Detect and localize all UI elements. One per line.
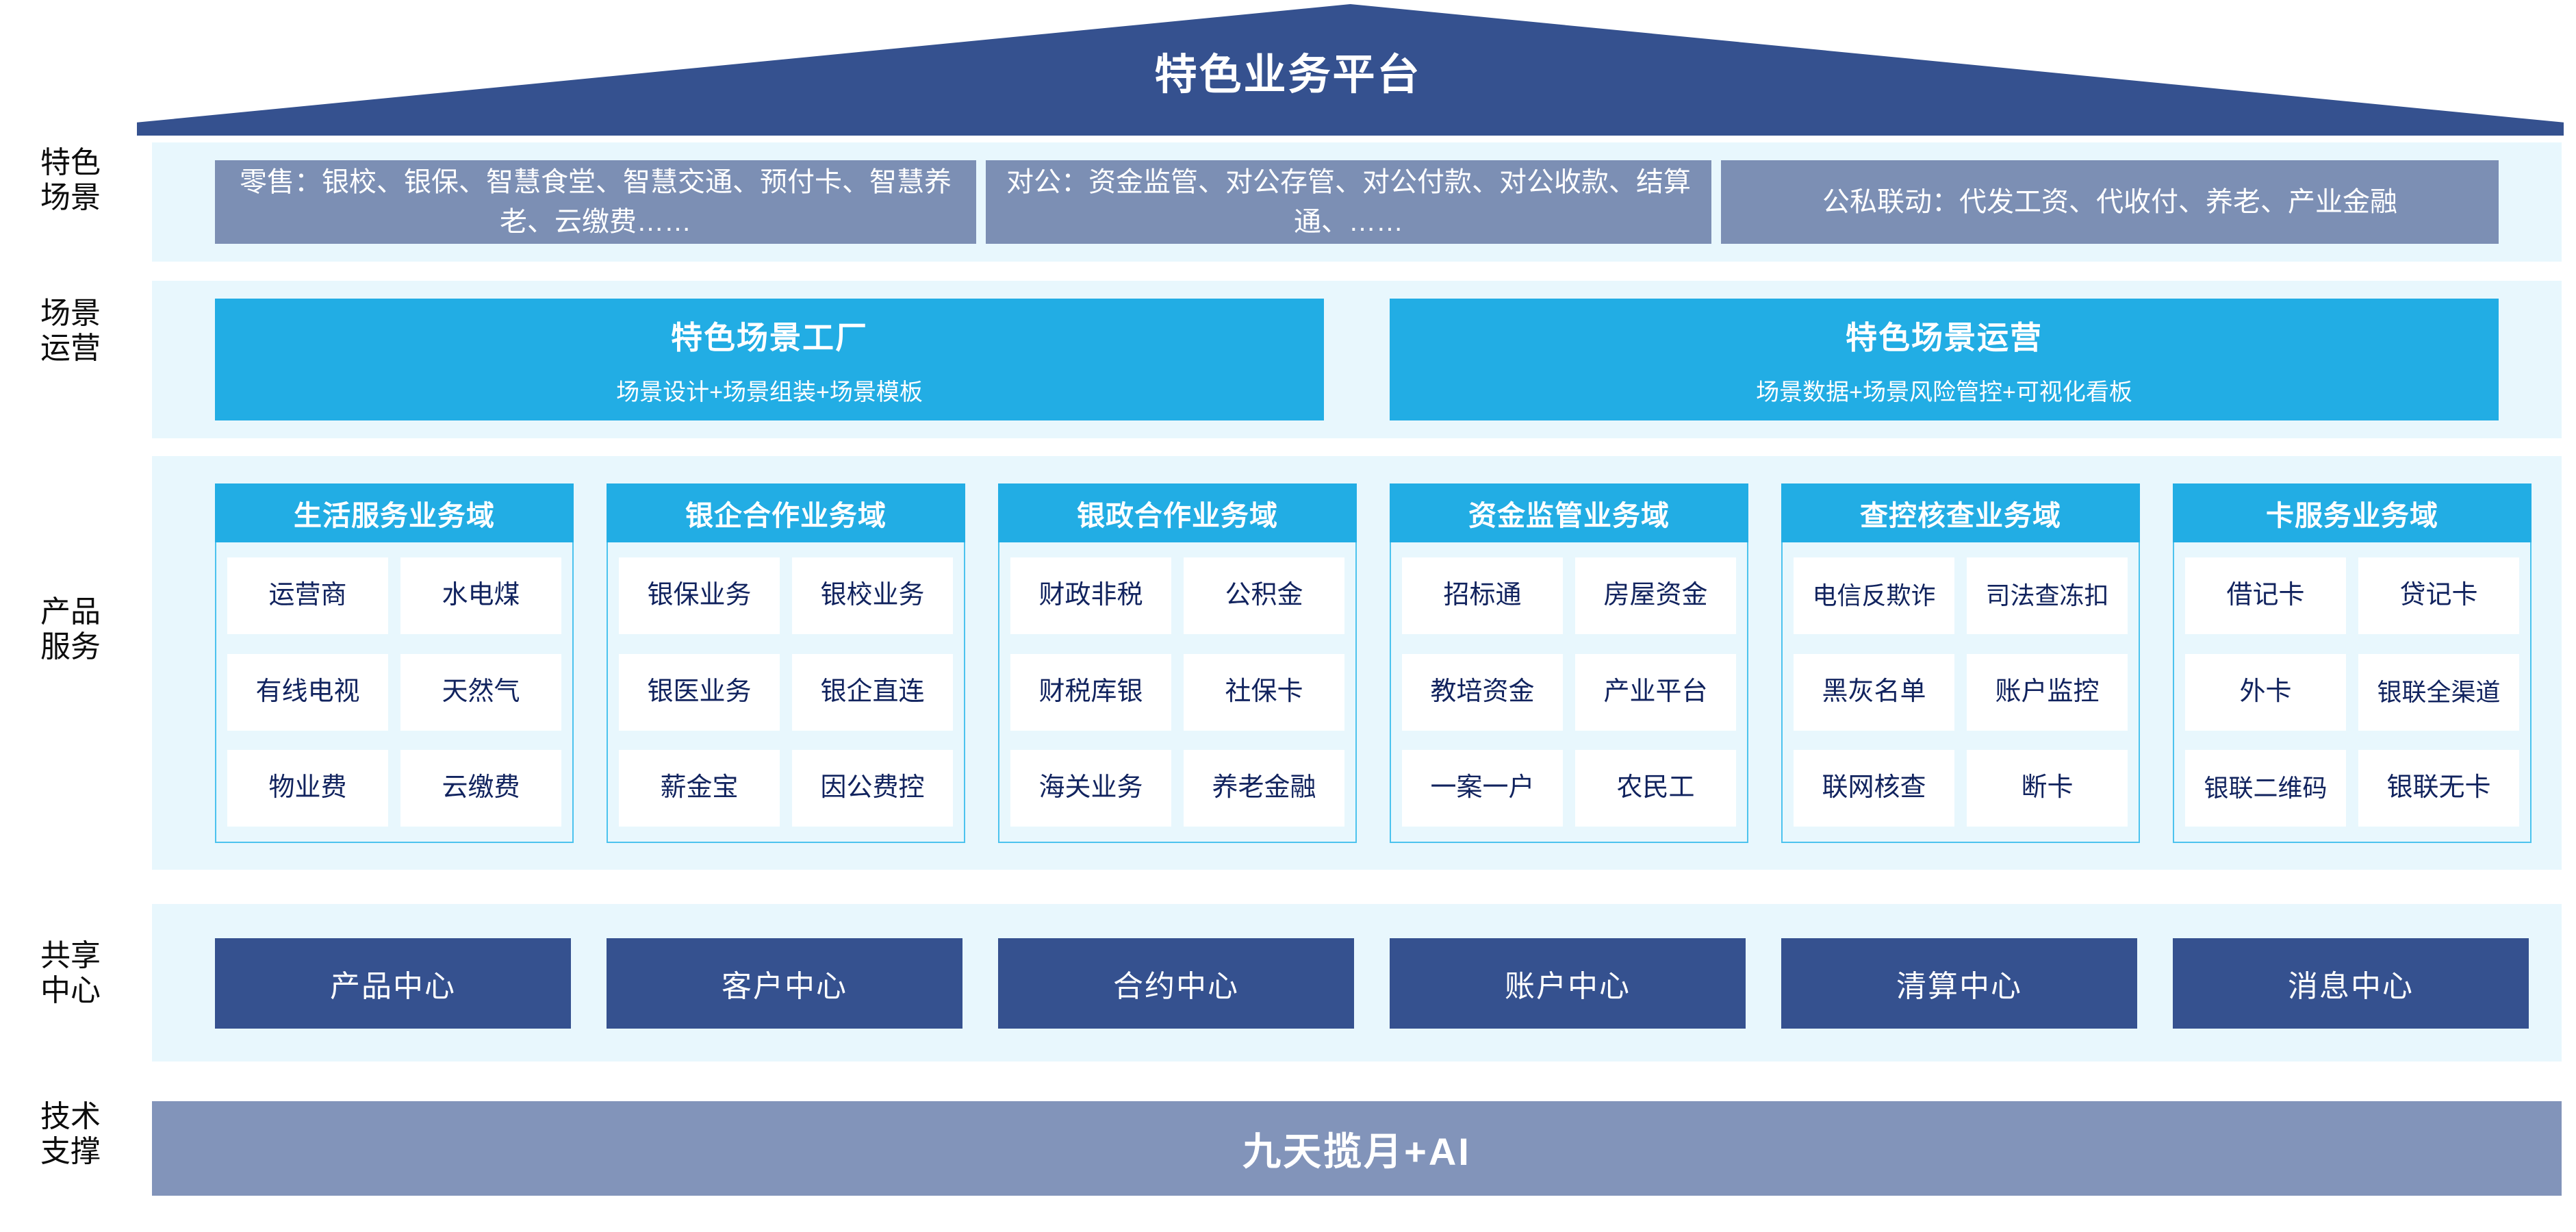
domain-cell[interactable]: 银联全渠道	[2358, 653, 2519, 731]
domain-header: 查控核查业务域	[1781, 483, 2140, 542]
domain-row: 财政非税 公积金	[1010, 557, 1344, 634]
domain-cell[interactable]: 教培资金	[1402, 653, 1563, 731]
operation-subtitle: 场景设计+场景组装+场景模板	[616, 379, 923, 405]
operation-subtitle: 场景数据+场景风险管控+可视化看板	[1756, 379, 2132, 405]
foundation-bar[interactable]: 九天揽月+AI	[152, 1101, 2562, 1196]
domain-row: 黑灰名单 账户监控	[1794, 653, 2128, 731]
domain-row: 银联二维码 银联无卡	[2185, 750, 2519, 827]
domain-row: 联网核查 断卡	[1794, 750, 2128, 827]
domain-column-bank-enterprise[interactable]: 银企合作业务域 银保业务 银校业务 银医业务 银企直连 薪金宝 因公费控	[607, 483, 965, 843]
domain-cell[interactable]: 水电煤	[400, 557, 561, 634]
domain-cell[interactable]: 银校业务	[792, 557, 953, 634]
domain-body: 招标通 房屋资金 教培资金 产业平台 一案一户 农民工	[1390, 542, 1748, 843]
domain-row: 银保业务 银校业务	[619, 557, 953, 634]
domain-cell[interactable]: 运营商	[227, 557, 388, 634]
domain-cell[interactable]: 银联二维码	[2185, 750, 2346, 827]
shared-center-product[interactable]: 产品中心	[215, 938, 571, 1029]
domain-cell[interactable]: 财政非税	[1010, 557, 1171, 634]
shared-center-contract[interactable]: 合约中心	[998, 938, 1354, 1029]
domain-row: 物业费 云缴费	[227, 750, 561, 827]
domain-cell[interactable]: 物业费	[227, 750, 388, 827]
scenario-panel: 零售：银校、银保、智慧食堂、智慧交通、预付卡、智慧养老、云缴费…… 对公：资金监…	[152, 142, 2562, 262]
rail-label-product: 产品 服务	[40, 595, 101, 664]
scenario-box-corporate[interactable]: 对公：资金监管、对公存管、对公付款、对公收款、结算通、……	[986, 160, 1711, 244]
domain-row: 一案一户 农民工	[1402, 750, 1736, 827]
domain-header: 银企合作业务域	[607, 483, 965, 542]
domain-row: 海关业务 养老金融	[1010, 750, 1344, 827]
shared-center-message[interactable]: 消息中心	[2173, 938, 2529, 1029]
domain-row: 外卡 银联全渠道	[2185, 653, 2519, 731]
domain-cell[interactable]: 产业平台	[1575, 653, 1736, 731]
platform-roof: 特色业务平台	[0, 0, 2576, 140]
shared-center-account[interactable]: 账户中心	[1390, 938, 1746, 1029]
domain-column-bank-government[interactable]: 银政合作业务域 财政非税 公积金 财税库银 社保卡 海关业务 养老金融	[998, 483, 1357, 843]
domain-body: 电信反欺诈 司法查冻扣 黑灰名单 账户监控 联网核查 断卡	[1781, 542, 2140, 843]
shared-center-settlement[interactable]: 清算中心	[1781, 938, 2137, 1029]
domain-column-investigation[interactable]: 查控核查业务域 电信反欺诈 司法查冻扣 黑灰名单 账户监控 联网核查 断卡	[1781, 483, 2140, 843]
domain-row: 薪金宝 因公费控	[619, 750, 953, 827]
domain-row: 运营商 水电煤	[227, 557, 561, 634]
domain-cell[interactable]: 断卡	[1967, 750, 2128, 827]
operation-box-scene-operation[interactable]: 特色场景运营 场景数据+场景风险管控+可视化看板	[1390, 299, 2499, 420]
domain-cell[interactable]: 司法查冻扣	[1967, 557, 2128, 634]
operation-panel: 特色场景工厂 场景设计+场景组装+场景模板 特色场景运营 场景数据+场景风险管控…	[152, 281, 2562, 438]
operation-title: 特色场景工厂	[671, 319, 868, 355]
domain-cell[interactable]: 养老金融	[1184, 750, 1344, 827]
scenario-box-retail[interactable]: 零售：银校、银保、智慧食堂、智慧交通、预付卡、智慧养老、云缴费……	[215, 160, 976, 244]
domain-column-card-service[interactable]: 卡服务业务域 借记卡 贷记卡 外卡 银联全渠道 银联二维码 银联无卡	[2173, 483, 2532, 843]
domain-cell[interactable]: 账户监控	[1967, 653, 2128, 731]
operation-box-scene-factory[interactable]: 特色场景工厂 场景设计+场景组装+场景模板	[215, 299, 1324, 420]
rail-label-operation: 场景 运营	[40, 297, 101, 366]
domain-cell[interactable]: 社保卡	[1184, 653, 1344, 731]
domain-cell[interactable]: 云缴费	[400, 750, 561, 827]
domain-cell[interactable]: 银医业务	[619, 653, 780, 731]
rail-label-tech: 技术 支撑	[40, 1100, 101, 1169]
domain-cell[interactable]: 农民工	[1575, 750, 1736, 827]
domain-cell[interactable]: 房屋资金	[1575, 557, 1736, 634]
domain-row: 银医业务 银企直连	[619, 653, 953, 731]
domain-cell[interactable]: 银联无卡	[2358, 750, 2519, 827]
domain-row: 借记卡 贷记卡	[2185, 557, 2519, 634]
domain-cell[interactable]: 联网核查	[1794, 750, 1954, 827]
domain-row: 教培资金 产业平台	[1402, 653, 1736, 731]
domain-cell[interactable]: 银保业务	[619, 557, 780, 634]
domain-cell[interactable]: 财税库银	[1010, 653, 1171, 731]
page-title: 特色业务平台	[1154, 51, 1422, 99]
domain-header: 卡服务业务域	[2173, 483, 2532, 542]
scenario-box-public-private[interactable]: 公私联动：代发工资、代收付、养老、产业金融	[1721, 160, 2499, 244]
domain-cell[interactable]: 有线电视	[227, 653, 388, 731]
domain-header: 生活服务业务域	[215, 483, 574, 542]
domain-cell[interactable]: 外卡	[2185, 653, 2346, 731]
domain-cell[interactable]: 借记卡	[2185, 557, 2346, 634]
domain-cell[interactable]: 天然气	[400, 653, 561, 731]
operation-title: 特色场景运营	[1846, 319, 2043, 355]
domain-column-fund-supervision[interactable]: 资金监管业务域 招标通 房屋资金 教培资金 产业平台 一案一户 农民工	[1390, 483, 1748, 843]
domain-body: 借记卡 贷记卡 外卡 银联全渠道 银联二维码 银联无卡	[2173, 542, 2532, 843]
domain-body: 银保业务 银校业务 银医业务 银企直连 薪金宝 因公费控	[607, 542, 965, 843]
rail-label-scenario: 特色 场景	[40, 146, 101, 215]
domain-cell[interactable]: 一案一户	[1402, 750, 1563, 827]
domain-header: 资金监管业务域	[1390, 483, 1748, 542]
domain-header: 银政合作业务域	[998, 483, 1357, 542]
domain-row: 有线电视 天然气	[227, 653, 561, 731]
domain-cell[interactable]: 贷记卡	[2358, 557, 2519, 634]
domain-cell[interactable]: 银企直连	[792, 653, 953, 731]
domain-row: 财税库银 社保卡	[1010, 653, 1344, 731]
shared-center-panel: 产品中心 客户中心 合约中心 账户中心 清算中心 消息中心	[152, 904, 2562, 1061]
domain-cell[interactable]: 海关业务	[1010, 750, 1171, 827]
domain-cell[interactable]: 黑灰名单	[1794, 653, 1954, 731]
domain-body: 运营商 水电煤 有线电视 天然气 物业费 云缴费	[215, 542, 574, 843]
domain-cell[interactable]: 因公费控	[792, 750, 953, 827]
shared-center-customer[interactable]: 客户中心	[607, 938, 962, 1029]
domain-column-life-service[interactable]: 生活服务业务域 运营商 水电煤 有线电视 天然气 物业费 云缴费	[215, 483, 574, 843]
domain-cell[interactable]: 薪金宝	[619, 750, 780, 827]
domain-body: 财政非税 公积金 财税库银 社保卡 海关业务 养老金融	[998, 542, 1357, 843]
domain-cell[interactable]: 招标通	[1402, 557, 1563, 634]
domain-cell[interactable]: 公积金	[1184, 557, 1344, 634]
rail-label-shared: 共享 中心	[40, 939, 101, 1008]
domain-row: 招标通 房屋资金	[1402, 557, 1736, 634]
domain-row: 电信反欺诈 司法查冻扣	[1794, 557, 2128, 634]
domain-cell[interactable]: 电信反欺诈	[1794, 557, 1954, 634]
